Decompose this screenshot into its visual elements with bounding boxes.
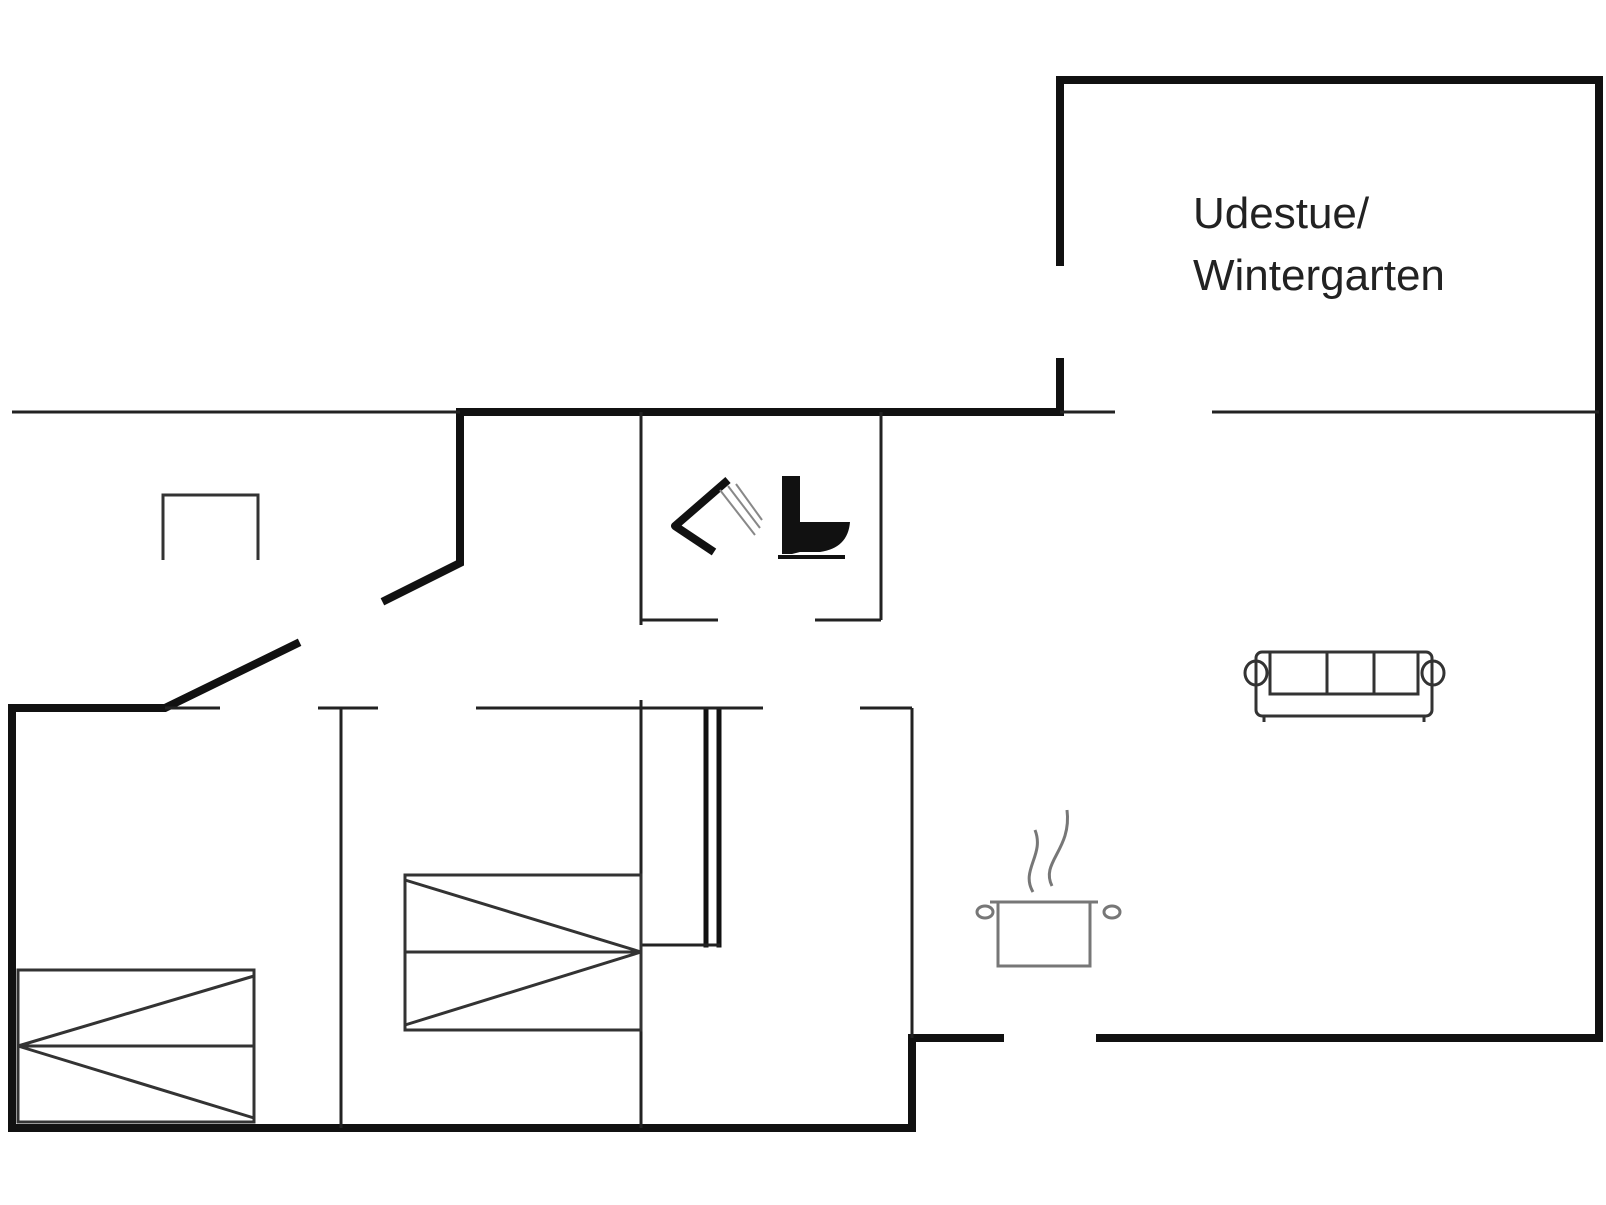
toilet-icon [778,476,850,559]
wardrobe [641,709,722,948]
bedroom-walls [165,700,914,1128]
shower-icon [671,476,763,556]
bathroom-walls [639,412,883,625]
room-label-line2: Wintergarten [1193,251,1445,300]
sofa-icon [1243,650,1446,722]
cooking-pot-icon [975,809,1122,968]
bed-icon [16,968,256,1124]
room-label-line1: Udestue/ [1193,189,1370,238]
table-icon [161,493,260,560]
bed-icon [403,873,643,1032]
room-label-sunroom: Udestue/ Wintergarten [1193,183,1445,307]
sunroom-walls [12,76,1603,1042]
